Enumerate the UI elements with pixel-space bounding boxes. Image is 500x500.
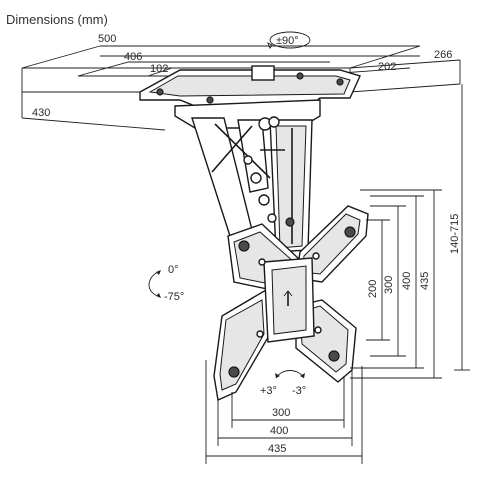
dim-depth-266: 266 <box>434 49 452 61</box>
dim-width-406: 406 <box>124 51 142 63</box>
tilt-down-label: -75° <box>164 291 184 303</box>
dim-width-500: 500 <box>98 33 116 45</box>
rotation-plus-label: +3° <box>260 385 277 397</box>
dim-vesa-200: 200 <box>367 280 379 298</box>
rotation-minus-label: -3° <box>292 385 306 397</box>
dim-center-102: 102 <box>150 63 168 75</box>
rotation-indicator <box>275 370 305 379</box>
vertical-dimensions <box>350 84 470 379</box>
pole-assembly <box>174 99 321 253</box>
dim-vesa-400v: 400 <box>401 272 413 290</box>
ceiling-plate <box>139 65 361 109</box>
diagram-title: Dimensions (mm) <box>6 12 108 27</box>
dim-vesa-300h: 300 <box>272 407 290 419</box>
swivel-label: ±90° <box>276 35 299 47</box>
horizontal-dimensions <box>205 360 363 464</box>
dim-vesa-435v: 435 <box>419 272 431 290</box>
tilt-indicator <box>148 270 161 298</box>
dim-height-range: 140-715 <box>449 214 461 254</box>
dim-vesa-435h: 435 <box>268 443 286 455</box>
vesa-plate <box>213 205 369 402</box>
tilt-up-label: 0° <box>168 264 179 276</box>
dim-vesa-400h: 400 <box>270 425 288 437</box>
dim-depth-202: 202 <box>378 61 396 73</box>
swivel-indicator <box>267 31 311 49</box>
dim-side-430: 430 <box>32 107 50 119</box>
dim-vesa-300v: 300 <box>383 276 395 294</box>
